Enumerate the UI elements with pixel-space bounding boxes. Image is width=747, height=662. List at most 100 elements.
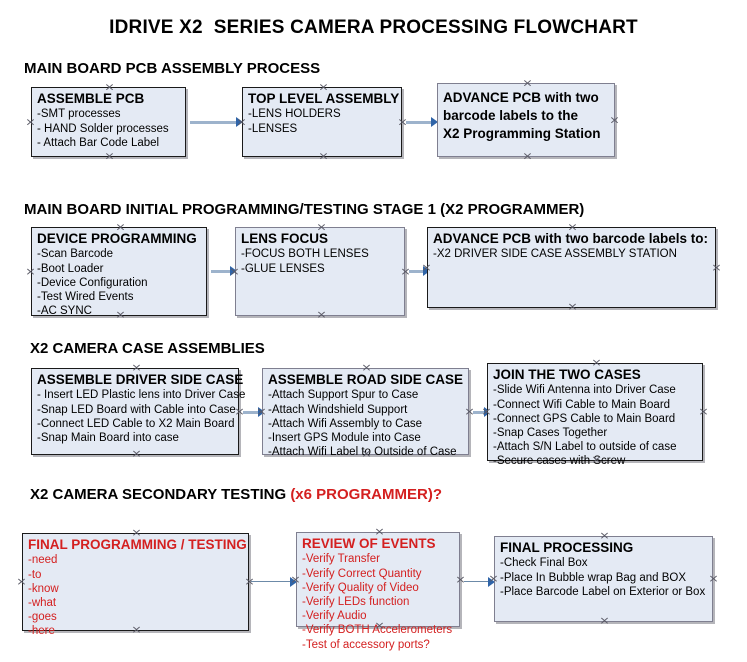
handle-bottom[interactable] xyxy=(568,303,577,312)
box-final-programming-testing[interactable]: FINAL PROGRAMMING / TESTING -need -to -k… xyxy=(22,533,249,637)
handle-right[interactable] xyxy=(712,264,721,273)
box-advance-pcb-station[interactable]: ADVANCE PCB with two barcode labels to t… xyxy=(437,83,615,157)
handle-bottom[interactable] xyxy=(132,626,141,635)
handle-top[interactable] xyxy=(317,223,326,232)
connector-review-to-final-processing xyxy=(464,581,493,582)
handle-left[interactable] xyxy=(17,578,26,587)
connector-pcb-to-toplevel xyxy=(190,121,239,124)
box-assemble-driver-side-case-line-4: -Snap Main Board into case xyxy=(37,432,179,445)
handle-bottom[interactable] xyxy=(116,311,125,320)
box-review-of-events[interactable]: REVIEW OF EVENTS -Verify Transfer -Verif… xyxy=(296,532,460,651)
handle-left[interactable] xyxy=(489,575,498,584)
handle-bottom[interactable] xyxy=(317,311,326,320)
handle-left[interactable] xyxy=(257,408,266,417)
box-join-the-two-cases-line-2: -Connect Wifi Cable to Main Board xyxy=(493,398,671,411)
box-review-of-events-line-4: -Verify LEDs function xyxy=(302,596,410,609)
box-review-of-events-line-5: -Verify Audio xyxy=(302,610,367,623)
handle-bottom[interactable] xyxy=(523,152,532,161)
box-final-programming-testing-line-1: -need xyxy=(28,554,58,567)
handle-top[interactable] xyxy=(105,83,114,92)
handle-left[interactable] xyxy=(422,264,431,273)
handle-left[interactable] xyxy=(26,268,35,277)
box-review-of-events-line-1: -Verify Transfer xyxy=(302,553,380,566)
handle-bottom[interactable] xyxy=(375,622,384,631)
box-device-programming[interactable]: DEVICE PROGRAMMING -Scan Barcode -Boot L… xyxy=(31,227,207,318)
handle-top[interactable] xyxy=(568,223,577,232)
handle-top[interactable] xyxy=(592,359,601,368)
box-join-the-two-cases-line-1: -Slide Wifi Antenna into Driver Case xyxy=(493,384,676,397)
connector-lens-to-advance xyxy=(409,270,426,273)
box-assemble-driver-side-case-line-2: -Snap LED Board with Cable into Case xyxy=(37,403,236,416)
box-advance-pcb-station-title: ADVANCE PCB with two barcode labels to t… xyxy=(443,90,601,142)
handle-left[interactable] xyxy=(26,118,35,127)
handle-top[interactable] xyxy=(132,529,141,538)
box-assemble-pcb[interactable]: ASSEMBLE PCB -SMT processes - HAND Solde… xyxy=(31,87,186,157)
box-final-processing-line-3: -Place Barcode Label on Exterior or Box xyxy=(500,585,706,598)
handle-top[interactable] xyxy=(132,364,141,373)
handle-bottom[interactable] xyxy=(592,456,601,465)
box-final-programming-testing-line-4: -what xyxy=(28,597,57,610)
section-heading-1: MAIN BOARD PCB ASSEMBLY PROCESS xyxy=(24,60,320,77)
box-review-of-events-title: REVIEW OF EVENTS xyxy=(302,536,436,551)
handle-top[interactable] xyxy=(116,223,125,232)
handle-left[interactable] xyxy=(291,576,300,585)
box-assemble-driver-side-case[interactable]: ASSEMBLE DRIVER SIDE CASE - Insert LED P… xyxy=(31,368,246,455)
handle-right[interactable] xyxy=(699,408,708,417)
box-assemble-road-side-case-line-2: -Attach Windshield Support xyxy=(268,403,408,416)
handle-bottom[interactable] xyxy=(600,617,609,626)
box-top-level-assembly[interactable]: TOP LEVEL ASSEMBLY -LENS HOLDERS -LENSES xyxy=(242,87,402,157)
box-join-the-two-cases-line-3: -Connect GPS Cable to Main Board xyxy=(493,412,676,425)
handle-top[interactable] xyxy=(362,364,371,373)
handle-left[interactable] xyxy=(482,408,491,417)
box-device-programming-line-5: -AC SYNC xyxy=(37,305,92,318)
box-assemble-driver-side-case-line-3: -Connect LED Cable to X2 Main Board xyxy=(37,417,235,430)
box-assemble-driver-side-case-line-1: - Insert LED Plastic lens into Driver Ca… xyxy=(37,389,246,402)
section-heading-2: MAIN BOARD INITIAL PROGRAMMING/TESTING S… xyxy=(24,201,584,218)
box-final-programming-testing-line-2: -to xyxy=(28,568,42,581)
box-assemble-road-side-case-line-3: -Attach Wifi Assembly to Case xyxy=(268,417,423,430)
box-join-the-two-cases[interactable]: JOIN THE TWO CASES -Slide Wifi Antenna i… xyxy=(487,363,703,467)
handle-top[interactable] xyxy=(600,532,609,541)
box-assemble-pcb-line-2: - HAND Solder processes xyxy=(37,122,169,135)
box-device-programming-line-3: -Device Configuration xyxy=(37,276,148,289)
box-final-programming-testing-line-5: -goes xyxy=(28,611,57,624)
box-final-processing-line-2: -Place In Bubble wrap Bag and BOX xyxy=(500,571,687,584)
handle-bottom[interactable] xyxy=(105,152,114,161)
connector-device-to-lens xyxy=(211,270,233,273)
connector-final-to-review xyxy=(251,581,299,582)
connector-toplevel-to-advance xyxy=(406,121,434,124)
handle-bottom[interactable] xyxy=(132,450,141,459)
box-assemble-road-side-case[interactable]: ASSEMBLE ROAD SIDE CASE -Attach Support … xyxy=(262,368,469,458)
box-final-processing-line-1: -Check Final Box xyxy=(500,557,588,570)
handle-bottom[interactable] xyxy=(319,152,328,161)
box-review-of-events-line-2: -Verify Correct Quantity xyxy=(302,567,422,580)
box-lens-focus-line-2: -GLUE LENSES xyxy=(241,262,325,275)
box-advance-pcb-driver-case[interactable]: ADVANCE PCB with two barcode labels to: … xyxy=(427,227,716,308)
handle-right[interactable] xyxy=(709,575,718,584)
handle-left[interactable] xyxy=(237,118,246,127)
box-lens-focus[interactable]: LENS FOCUS -FOCUS BOTH LENSES -GLUE LENS… xyxy=(235,227,405,316)
section-heading-1-text: MAIN BOARD PCB ASSEMBLY PROCESS xyxy=(24,60,321,77)
connector-driver-to-road xyxy=(243,411,261,414)
handle-top[interactable] xyxy=(319,83,328,92)
handle-top[interactable] xyxy=(523,79,532,88)
box-top-level-assembly-line-1: -LENS HOLDERS xyxy=(248,108,341,121)
section-heading-3: X2 CAMERA CASE ASSEMBLIES xyxy=(30,340,265,357)
handle-top[interactable] xyxy=(375,528,384,537)
box-assemble-pcb-line-3: - Attach Bar Code Label xyxy=(37,136,160,149)
box-join-the-two-cases-title: JOIN THE TWO CASES xyxy=(493,367,641,382)
box-review-of-events-line-3: -Verify Quality of Video xyxy=(302,581,419,594)
handle-right[interactable] xyxy=(610,116,619,125)
box-device-programming-title: DEVICE PROGRAMMING xyxy=(37,231,197,246)
handle-bottom[interactable] xyxy=(362,450,371,459)
box-final-processing[interactable]: FINAL PROCESSING -Check Final Box -Place… xyxy=(494,536,713,622)
handle-left[interactable] xyxy=(230,268,239,277)
box-lens-focus-title: LENS FOCUS xyxy=(241,231,329,246)
box-top-level-assembly-line-2: -LENSES xyxy=(248,122,298,135)
box-final-programming-testing-line-3: -know xyxy=(28,582,59,595)
handle-right[interactable] xyxy=(245,578,254,587)
box-top-level-assembly-title: TOP LEVEL ASSEMBLY xyxy=(248,91,400,106)
box-final-programming-testing-title: FINAL PROGRAMMING / TESTING xyxy=(28,537,247,552)
connector-arrowhead xyxy=(431,117,438,127)
box-final-processing-title: FINAL PROCESSING xyxy=(500,540,634,555)
